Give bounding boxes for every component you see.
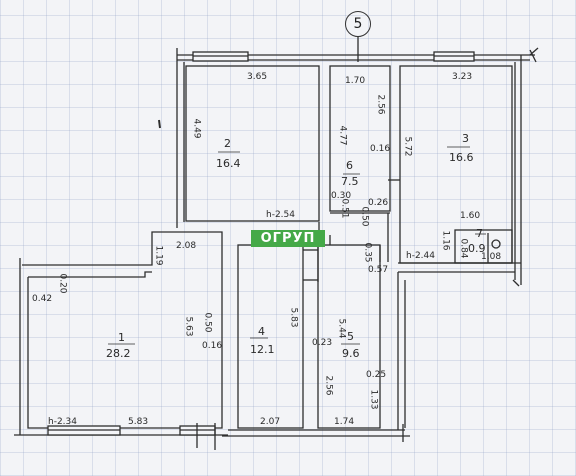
dim-r4-side: 5.83 bbox=[288, 307, 299, 328]
room-6-area: 7.5 bbox=[341, 175, 359, 188]
room-1-area: 28.2 bbox=[106, 347, 131, 360]
room-1-number: 1 bbox=[118, 331, 125, 344]
dim-r5-side: 5.44 bbox=[336, 318, 347, 339]
dim-r6-side-left: 4.77 bbox=[337, 125, 348, 146]
room-2-area: 16.4 bbox=[216, 157, 241, 170]
dim-r5-a: 0.35 bbox=[362, 242, 373, 263]
room-2-number: 2 bbox=[224, 137, 231, 150]
dim-r1-side: 5.63 bbox=[183, 316, 194, 337]
dim-r6-a: 0.16 bbox=[370, 144, 391, 154]
dim-r3-top: 3.23 bbox=[452, 72, 473, 82]
dim-r6-e: 0.50 bbox=[359, 206, 370, 227]
room-7-area: 0.9 bbox=[468, 242, 486, 255]
dim-r5-c: 0.23 bbox=[312, 338, 333, 348]
dim-r6-side-right: 2.56 bbox=[375, 94, 386, 115]
dim-r2-side: 4.49 bbox=[191, 118, 202, 139]
dim-r5-f: 1.33 bbox=[368, 389, 379, 410]
dim-r1-top: 2.08 bbox=[176, 241, 197, 251]
dim-r7-b: 1.08 bbox=[481, 252, 502, 262]
dim-r5-bottom: 1.74 bbox=[334, 417, 355, 427]
dim-r2-height: h-2.54 bbox=[266, 210, 295, 220]
dim-r7-top: 1.60 bbox=[460, 211, 481, 221]
dim-r1-c: 0.42 bbox=[32, 294, 53, 304]
room-7-number: 7 bbox=[476, 227, 483, 240]
room-3-area: 16.6 bbox=[449, 151, 474, 164]
dim-r6-c: 0.51 bbox=[339, 198, 350, 219]
room-4-area: 12.1 bbox=[250, 343, 275, 356]
dim-r1-e: 0.16 bbox=[202, 341, 223, 351]
dim-r5-d: 2.56 bbox=[323, 375, 334, 396]
room-5-area: 9.6 bbox=[342, 347, 360, 360]
dim-r5-b: 0.57 bbox=[368, 265, 389, 275]
dim-r6-b: 0.30 bbox=[331, 191, 352, 201]
dim-r6-d: 0.26 bbox=[368, 198, 389, 208]
dim-r5-e: 0.25 bbox=[366, 370, 387, 380]
dim-r3-height: h-2.44 bbox=[406, 251, 435, 261]
room-3-number: 3 bbox=[462, 132, 469, 145]
dim-r6-top: 1.70 bbox=[345, 76, 366, 86]
dim-r2-top: 3.65 bbox=[247, 72, 268, 82]
dim-r1-bottom: 5.83 bbox=[128, 417, 149, 427]
dim-r7-a: 0.84 bbox=[458, 238, 469, 259]
room-4-number: 4 bbox=[258, 325, 265, 338]
dim-r1-a: 1.19 bbox=[153, 245, 164, 266]
watermark-logo: ОГРУП bbox=[251, 230, 325, 247]
dim-r7-side: 1.16 bbox=[440, 230, 451, 251]
room-5-number: 5 bbox=[347, 330, 354, 343]
dim-r1-d: 0.50 bbox=[202, 312, 213, 333]
axis-marker: 5 bbox=[345, 11, 371, 37]
dim-r3-side: 5.72 bbox=[402, 136, 413, 157]
dim-r4-bottom: 2.07 bbox=[260, 417, 281, 427]
dim-r1-height: h-2.34 bbox=[48, 417, 77, 427]
room-6-number: 6 bbox=[346, 159, 353, 172]
dim-r1-b: 0.20 bbox=[57, 273, 68, 294]
